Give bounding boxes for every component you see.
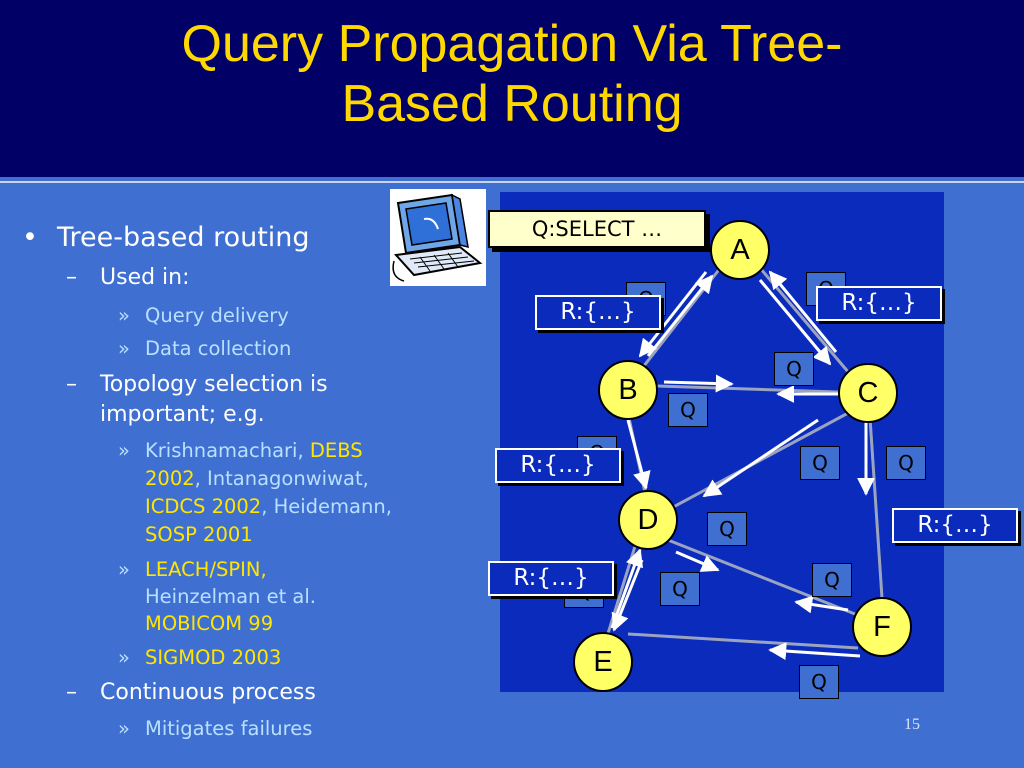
query-message: Q [707, 512, 747, 546]
ref-sigmod: SIGMOD 2003 [145, 646, 282, 669]
bullet-topology-line1: Topology selection is [100, 372, 328, 397]
result-message: R:{…} [816, 286, 942, 321]
arrow-d-to-e [611, 559, 644, 632]
arrow-b-to-c [663, 374, 734, 393]
arrow-e-to-d [610, 548, 643, 629]
link-e-f [627, 632, 859, 650]
slide-title: Query Propagation Via Tree- Based Routin… [0, 14, 1024, 134]
ref-mobicom: MOBICOM 99 [145, 612, 274, 635]
ref-venue-sosp: SOSP 2001 [145, 523, 253, 546]
result-message: R:{…} [892, 508, 1018, 543]
ref-author-heidemann: , Heidemann, [261, 495, 392, 518]
bullet-tree-routing: Tree-based routing [57, 222, 310, 253]
node-e: E [573, 632, 633, 692]
title-divider [0, 181, 1024, 183]
ref-author-intanagonwiwat: , Intanagonwiwat, [194, 467, 369, 490]
page-number: 15 [904, 716, 920, 733]
title-bar [0, 0, 1024, 177]
query-select-label: Q:SELECT … [488, 210, 706, 248]
arrow-c-to-a [768, 270, 838, 353]
arrow-a-to-b [638, 271, 708, 358]
query-message: Q [886, 446, 926, 480]
ref-author-krishnamachari: Krishnamachari, [145, 439, 310, 462]
dash-marker: – [66, 680, 77, 705]
bullet-query-delivery: Query delivery [145, 304, 289, 327]
arrow-b-to-a [646, 274, 714, 357]
sub-marker: » [118, 337, 130, 360]
slide-title-line1: Query Propagation Via Tree- [181, 15, 843, 73]
link-b-c [656, 384, 839, 394]
query-message: Q [812, 563, 852, 597]
computer-clipart-icon [390, 189, 486, 286]
slide-title-line2: Based Routing [341, 75, 683, 133]
ref-venue-icdcs: ICDCS 2002 [145, 495, 262, 518]
query-message: Q [660, 572, 700, 606]
ref-heinzelman: Heinzelman et al. [145, 585, 316, 608]
result-message: R:{…} [488, 561, 614, 596]
node-f: F [852, 597, 912, 657]
sub-marker: » [118, 558, 130, 581]
result-message: R:{…} [535, 295, 661, 330]
bullet-continuous: Continuous process [100, 680, 316, 705]
sub-marker: » [118, 646, 130, 669]
link-d-f [667, 538, 861, 618]
node-c: C [838, 363, 898, 423]
query-message: Q [800, 446, 840, 480]
ref-venue-debs: DEBS [309, 439, 363, 462]
arrow-b-to-d [626, 419, 651, 490]
arrow-a-to-c [758, 279, 832, 366]
ref-venue-debs-year: 2002 [145, 467, 195, 490]
arrow-c-to-d [702, 418, 819, 498]
ref-line1: Krishnamachari, DEBS [145, 436, 363, 465]
query-message: Q [774, 352, 814, 386]
arrow-f-to-e [768, 642, 861, 661]
ref-line3: ICDCS 2002, Heidemann, [145, 492, 392, 521]
sub-marker: » [118, 304, 130, 327]
sub-marker: » [118, 717, 130, 740]
bullet-marker: • [22, 222, 38, 253]
node-a: A [710, 220, 770, 280]
arrow-f-to-d [794, 595, 849, 614]
bullet-mitigates: Mitigates failures [145, 717, 313, 740]
query-message: Q [668, 393, 708, 427]
bullet-topology-line2: important; e.g. [100, 402, 265, 427]
ref-line2: 2002, Intanagonwiwat, [145, 464, 369, 493]
sub-marker: » [118, 439, 130, 462]
node-b: B [598, 360, 658, 420]
dash-marker: – [66, 372, 77, 397]
result-message: R:{…} [495, 448, 621, 483]
query-message: Q [799, 665, 839, 699]
bullet-data-collection: Data collection [145, 337, 292, 360]
bullet-used-in: Used in: [100, 265, 190, 290]
dash-marker: – [66, 265, 77, 290]
link-c-f [868, 417, 884, 599]
arrow-d-to-f [675, 550, 720, 572]
node-d: D [618, 490, 678, 550]
ref-leach-spin: LEACH/SPIN, [145, 558, 267, 581]
